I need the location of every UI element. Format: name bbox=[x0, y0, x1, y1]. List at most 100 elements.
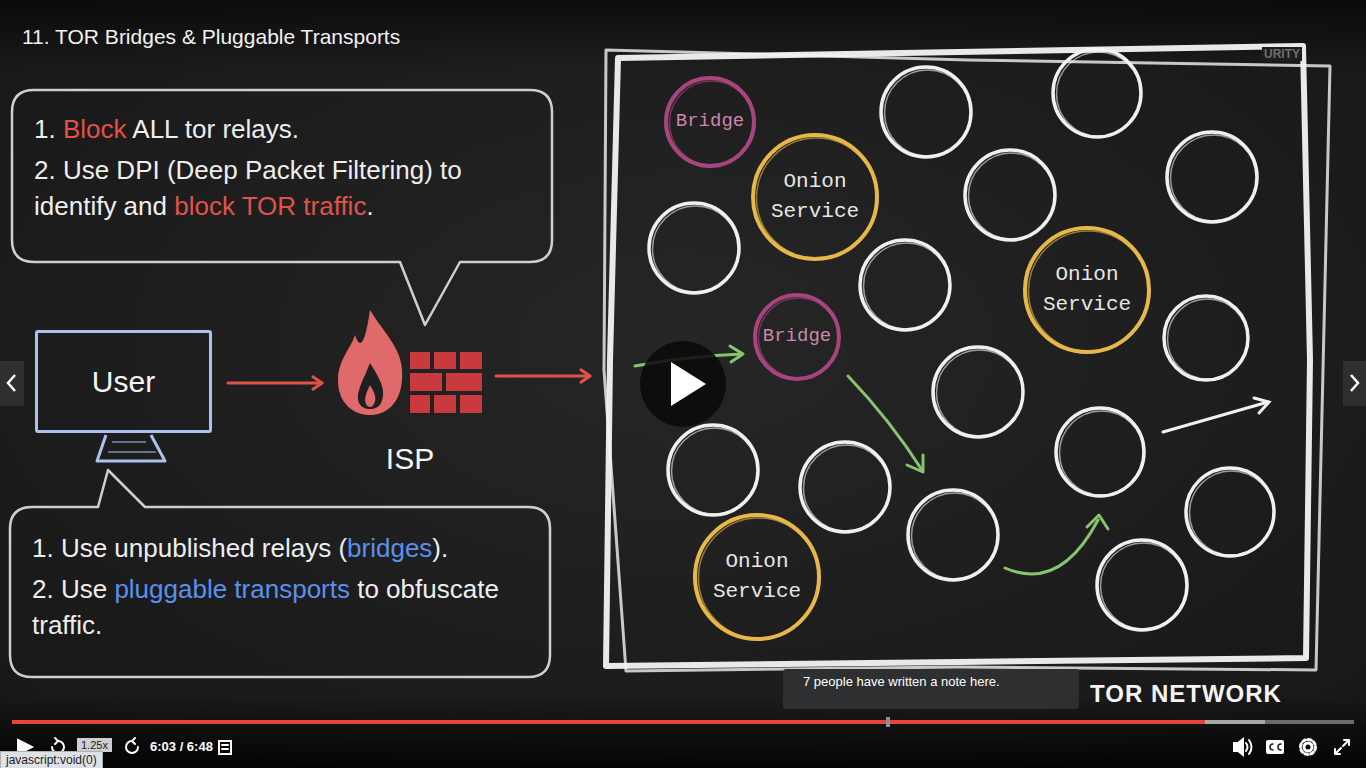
circle-stroke bbox=[1025, 228, 1149, 352]
network-outline bbox=[598, 40, 1334, 675]
forward-icon bbox=[126, 741, 138, 753]
highlight: Block bbox=[63, 114, 127, 144]
circle-stroke bbox=[755, 295, 839, 379]
isp-label: ISP bbox=[386, 442, 434, 475]
circle-chalk bbox=[1029, 231, 1149, 351]
circle-outline bbox=[750, 132, 880, 262]
prev-button bbox=[0, 361, 24, 406]
user-monitor: User bbox=[35, 330, 212, 433]
onion-service: Onion Service bbox=[1022, 225, 1152, 355]
circle-stroke bbox=[695, 515, 819, 639]
fullscreen-icon bbox=[1335, 740, 1349, 754]
relay-circle-chalk bbox=[912, 493, 998, 579]
onion-service: Onion Service bbox=[750, 132, 880, 262]
circuit-arrow bbox=[1005, 520, 1098, 574]
play-button bbox=[640, 341, 726, 427]
brick bbox=[460, 352, 482, 369]
highlight: bridges bbox=[347, 533, 432, 563]
progress-bar bbox=[12, 717, 1354, 727]
relay-circle-chalk bbox=[937, 350, 1023, 436]
lesson-title: 11. TOR Bridges & Pluggable Transports bbox=[22, 25, 400, 49]
circle-stroke bbox=[666, 78, 754, 166]
volume-waves bbox=[1246, 740, 1252, 754]
watermark: URITY bbox=[1262, 47, 1302, 61]
play-triangle bbox=[671, 362, 706, 406]
flame-core bbox=[358, 363, 383, 409]
cc-icon-marks bbox=[1270, 744, 1281, 750]
connector-line bbox=[228, 382, 322, 385]
bridge-relay: Bridge bbox=[663, 75, 757, 169]
next-button bbox=[1343, 361, 1366, 406]
side-nav bbox=[0, 361, 1366, 406]
monitor-stand-hatch bbox=[108, 442, 156, 452]
callout-text: 2. Use DPI (Deep Packet Filtering) to id… bbox=[34, 153, 530, 224]
brick bbox=[434, 352, 456, 369]
callout-text: 1. Block ALL tor relays. bbox=[34, 112, 530, 147]
relay-circle-chalk bbox=[864, 243, 950, 329]
onion-service-label: Onion Service bbox=[765, 167, 866, 228]
user-label: User bbox=[92, 365, 155, 399]
notes-icon bbox=[219, 741, 231, 754]
tor-network: BridgeOnion ServiceOnion ServiceBridgeOn… bbox=[598, 40, 1334, 675]
circle-chalk bbox=[699, 518, 819, 638]
connector-line bbox=[496, 375, 590, 378]
rewind-icon-head bbox=[55, 738, 58, 744]
relay-circle bbox=[668, 425, 758, 515]
text-run: ). bbox=[432, 533, 448, 563]
circuit-arrowhead bbox=[730, 346, 743, 362]
brick bbox=[434, 395, 456, 413]
brick bbox=[410, 373, 442, 391]
circle-chalk bbox=[757, 138, 877, 258]
arrow-connector bbox=[496, 370, 590, 382]
relay-circle-chalk bbox=[804, 445, 890, 531]
flame-tip bbox=[365, 385, 375, 407]
relay-circle bbox=[800, 442, 890, 532]
brick bbox=[410, 395, 430, 413]
bubble-stroke bbox=[10, 470, 550, 677]
bridge-relay: Bridge bbox=[752, 292, 842, 382]
exit-arrow-line bbox=[1163, 402, 1268, 432]
circuit-arrowhead bbox=[1087, 515, 1108, 529]
circle-outline bbox=[1022, 225, 1152, 355]
flame bbox=[338, 310, 402, 415]
relay-circle bbox=[1167, 132, 1257, 222]
arrowhead bbox=[581, 370, 590, 382]
text-run: 1. Use unpublished relays ( bbox=[32, 533, 347, 563]
next-chevron bbox=[1351, 375, 1358, 391]
relay-circle-chalk bbox=[1057, 52, 1141, 136]
brick-wall bbox=[410, 352, 482, 413]
relay-circle bbox=[881, 67, 971, 157]
circle-outline bbox=[692, 512, 822, 642]
relay-circle bbox=[965, 150, 1055, 240]
progress-played bbox=[12, 720, 1205, 724]
bubble-stroke bbox=[12, 90, 552, 325]
note-tooltip: 7 people have written a note here. bbox=[783, 669, 1079, 709]
gear-teeth bbox=[1301, 740, 1316, 755]
relay-circle-chalk bbox=[672, 428, 758, 514]
text-run: 1. bbox=[34, 114, 63, 144]
brick bbox=[446, 373, 482, 391]
play-button-disc bbox=[640, 341, 726, 427]
relay-circle bbox=[933, 347, 1023, 437]
progress-track bbox=[12, 720, 1354, 724]
highlight: pluggable transports bbox=[114, 574, 350, 604]
relay-circle bbox=[1056, 408, 1144, 496]
network-heading: TOR NETWORK bbox=[1090, 682, 1282, 706]
onion-service: Onion Service bbox=[692, 512, 822, 642]
bridge-label: Bridge bbox=[763, 323, 831, 351]
volume-icon bbox=[1234, 739, 1243, 755]
monitor-stand bbox=[97, 435, 165, 461]
highlight: block TOR traffic bbox=[174, 191, 366, 221]
monitor-stand-outline bbox=[97, 435, 165, 461]
relay-circle bbox=[908, 490, 998, 580]
arrowhead bbox=[313, 377, 322, 389]
relay-circle-chalk bbox=[1168, 299, 1248, 379]
arrow-connector bbox=[228, 377, 322, 389]
forward-icon-head bbox=[132, 738, 135, 744]
circle-chalk bbox=[670, 81, 754, 165]
prev-chevron bbox=[8, 375, 15, 391]
cc-icon bbox=[1266, 740, 1284, 754]
speed-button: 1.25x bbox=[77, 738, 112, 752]
relay-circle-chalk bbox=[1060, 411, 1144, 495]
